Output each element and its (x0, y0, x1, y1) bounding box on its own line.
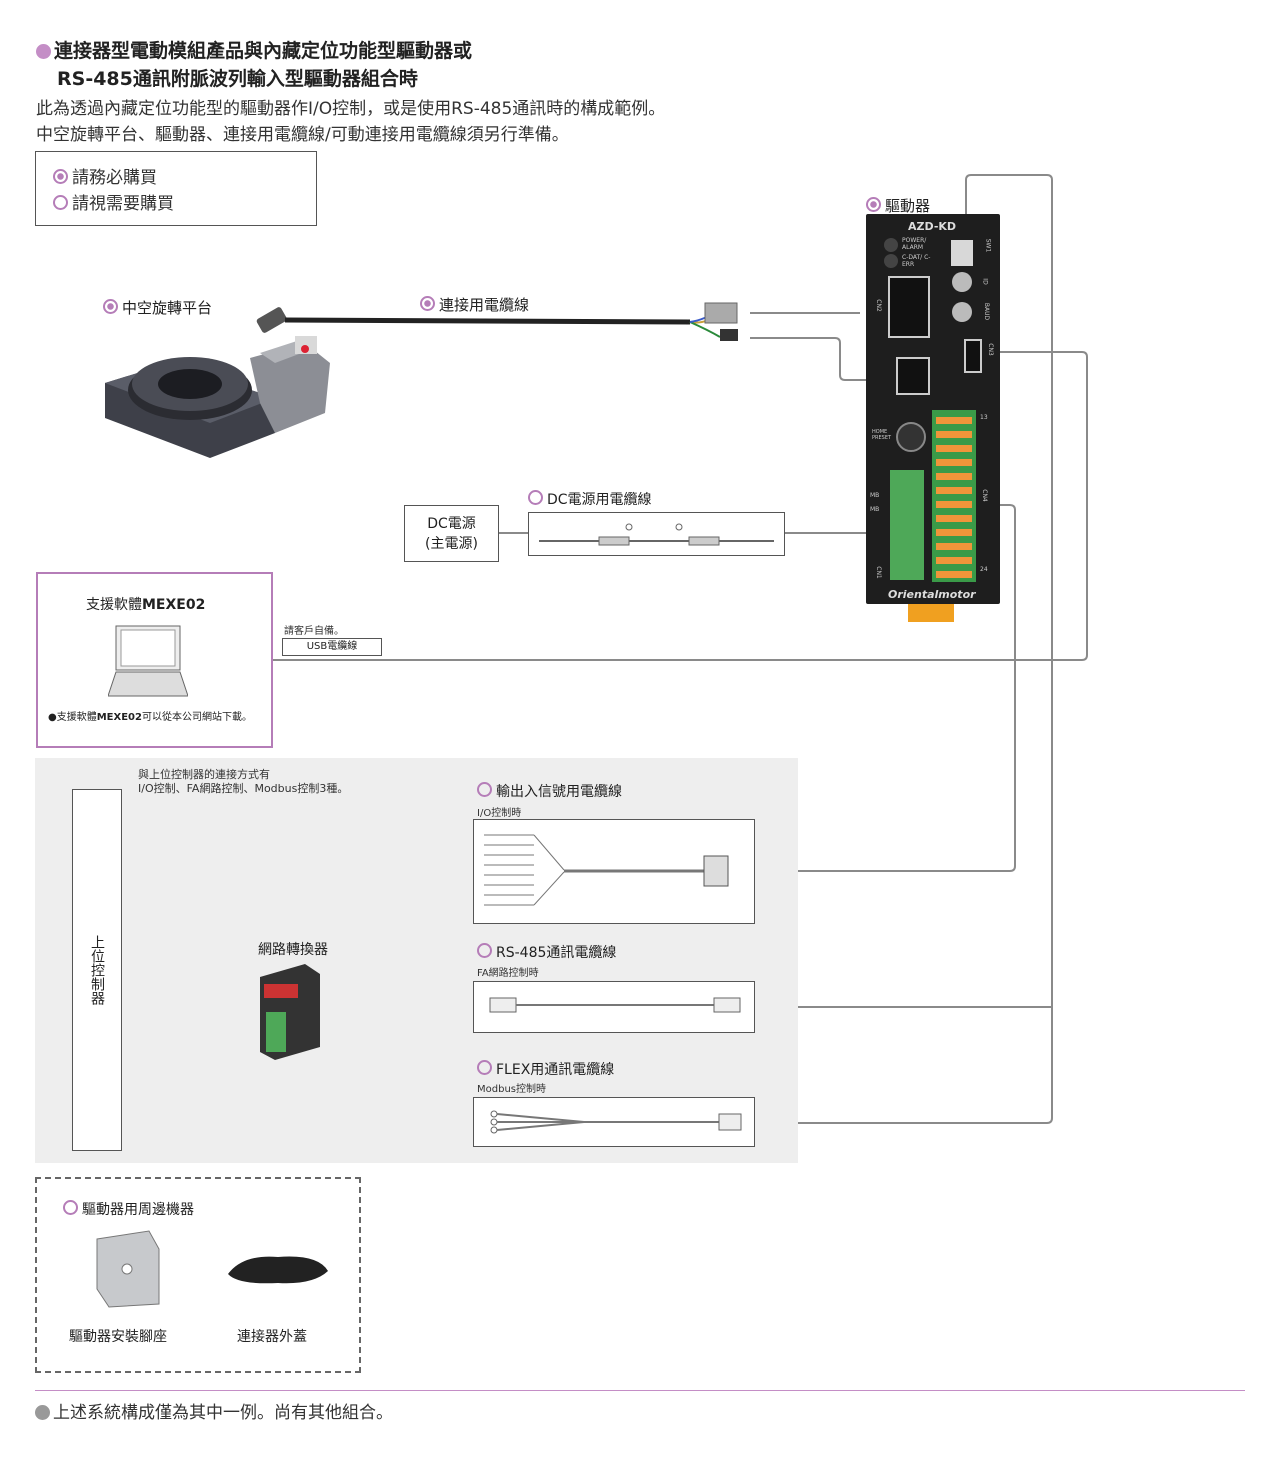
flex-cable-label: FLEX用通訊電纜線 (477, 1059, 614, 1079)
mounting-plate-image (96, 1230, 160, 1308)
dc-power-label: DC電源 (427, 516, 476, 532)
brand-logo: Orientalmotor (888, 588, 976, 601)
footer-note: 上述系統構成僅為其中一例。尚有其他組合。 (35, 1398, 393, 1423)
controller-note-line2: I/O控制、FA網路控制、Modbus控制3種。 (138, 782, 349, 795)
io-cable-label: 輸出入信號用電纜線 (477, 781, 622, 801)
led-comm-icon (884, 254, 898, 268)
power-terminal-block[interactable] (890, 470, 924, 580)
dc-power-box: DC電源 (主電源) (404, 505, 499, 562)
rotary-table-label: 中空旋轉平台 (103, 297, 212, 318)
host-controller-label: 上位控制器 (89, 935, 105, 1005)
mb2-label: MB (870, 506, 880, 513)
page-title: 連接器型電動模組產品與內藏定位功能型驅動器或 (36, 36, 472, 63)
footer-divider (35, 1390, 1245, 1391)
flex-cable-image (473, 1097, 755, 1147)
page-title-line2: RS-485通訊附脈波列輸入型驅動器組合時 (57, 68, 418, 90)
id-label: ID (981, 278, 989, 285)
sw1-label: SW1 (984, 238, 992, 253)
driver-unit: AZD-KD POWER/ ALARM C-DAT/ C-ERR SW1 ID … (866, 214, 1000, 604)
dc-cable-label: DC電源用電纜線 (528, 489, 652, 509)
cn2-label: CN2 (874, 299, 882, 312)
rs485-cable-image (473, 981, 755, 1033)
optional-icon (528, 490, 543, 505)
rs485-cable-sub: FA網路控制時 (477, 968, 539, 979)
cn4-terminal-block[interactable] (932, 410, 976, 582)
software-box: 支援軟體MEXE02 ●支援軟體MEXE02可以從本公司網站下載。 (36, 572, 273, 748)
optional-icon (63, 1200, 78, 1215)
dip-switch[interactable] (951, 240, 973, 266)
cn3-label: CN3 (986, 343, 994, 356)
driver-model: AZD-KD (908, 220, 957, 233)
home-preset-label: HOME PRESET (872, 429, 892, 441)
required-icon (103, 299, 118, 314)
description-line2: 中空旋轉平台、驅動器、連接用電纜線/可動連接用電纜線須另行準備。 (36, 125, 569, 145)
cn1-connector[interactable] (896, 357, 930, 395)
connection-cable-image (256, 302, 738, 341)
cn1-label: CN1 (874, 566, 882, 579)
flex-cable-sub: Modbus控制時 (477, 1084, 546, 1095)
network-converter-image (260, 964, 320, 1060)
pin13-label: 13 (980, 414, 988, 421)
id-rotary-switch[interactable] (952, 272, 972, 292)
laptop-icon (108, 625, 188, 697)
mb1-label: MB (870, 492, 880, 499)
led-power-label: POWER/ ALARM (902, 237, 927, 251)
host-controller-box: 上位控制器 (72, 789, 122, 1151)
legend-box: 請務必購買 請視需要購買 (35, 151, 317, 226)
bullet-icon (35, 1405, 50, 1420)
required-icon (53, 169, 68, 184)
required-icon (420, 296, 435, 311)
io-cable-sub: I/O控制時 (477, 808, 522, 819)
optional-icon (477, 782, 492, 797)
optional-icon (53, 195, 68, 210)
description-line1: 此為透過內藏定位功能型的驅動器作I/O控制，或是使用RS-485通訊時的構成範例… (36, 99, 666, 119)
led-power-icon (884, 238, 898, 252)
optional-icon (477, 1060, 492, 1075)
connection-cable-label: 連接用電纜線 (420, 294, 529, 315)
peripherals-title: 驅動器用周邊機器 (63, 1199, 194, 1219)
software-title: 支援軟體MEXE02 (86, 597, 206, 613)
usb-note: 請客戶自備。 (284, 626, 344, 637)
optional-icon (477, 943, 492, 958)
mounting-plate-label: 驅動器安裝腳座 (69, 1329, 167, 1345)
software-note: ●支援軟體MEXE02可以從本公司網站下載。 (48, 712, 252, 723)
cn2-connector[interactable] (888, 276, 930, 338)
din-clip (908, 604, 954, 622)
rs485-cable-label: RS-485通訊電纜線 (477, 942, 616, 962)
cn4-label: CN4 (980, 489, 988, 502)
legend-optional: 請視需要購買 (53, 189, 174, 214)
led-comm-label: C-DAT/ C-ERR (902, 254, 931, 268)
io-cable-image (473, 819, 755, 924)
cn3-usb-port[interactable] (964, 339, 982, 373)
usb-cable-label: USB電纜線 (282, 638, 382, 656)
rotary-table-image (105, 336, 330, 458)
dc-power-sub: (主電源) (425, 536, 478, 552)
legend-required: 請務必購買 (53, 163, 157, 188)
bullet-icon (36, 44, 51, 59)
controller-note-line1: 與上位控制器的連接方式有 (138, 768, 270, 781)
baud-rotary-switch[interactable] (952, 302, 972, 322)
home-preset-button[interactable] (896, 422, 926, 452)
network-converter-label: 網路轉換器 (258, 942, 328, 958)
driver-label: 驅動器 (866, 195, 930, 216)
connector-cover-label: 連接器外蓋 (237, 1329, 307, 1345)
peripherals-box: 驅動器用周邊機器 驅動器安裝腳座 連接器外蓋 (35, 1177, 361, 1373)
required-icon (866, 197, 881, 212)
pin24-label: 24 (980, 566, 988, 573)
connector-cover-image (228, 1256, 328, 1284)
baud-label: BAUD (983, 302, 991, 321)
dc-cable-image (528, 512, 785, 556)
